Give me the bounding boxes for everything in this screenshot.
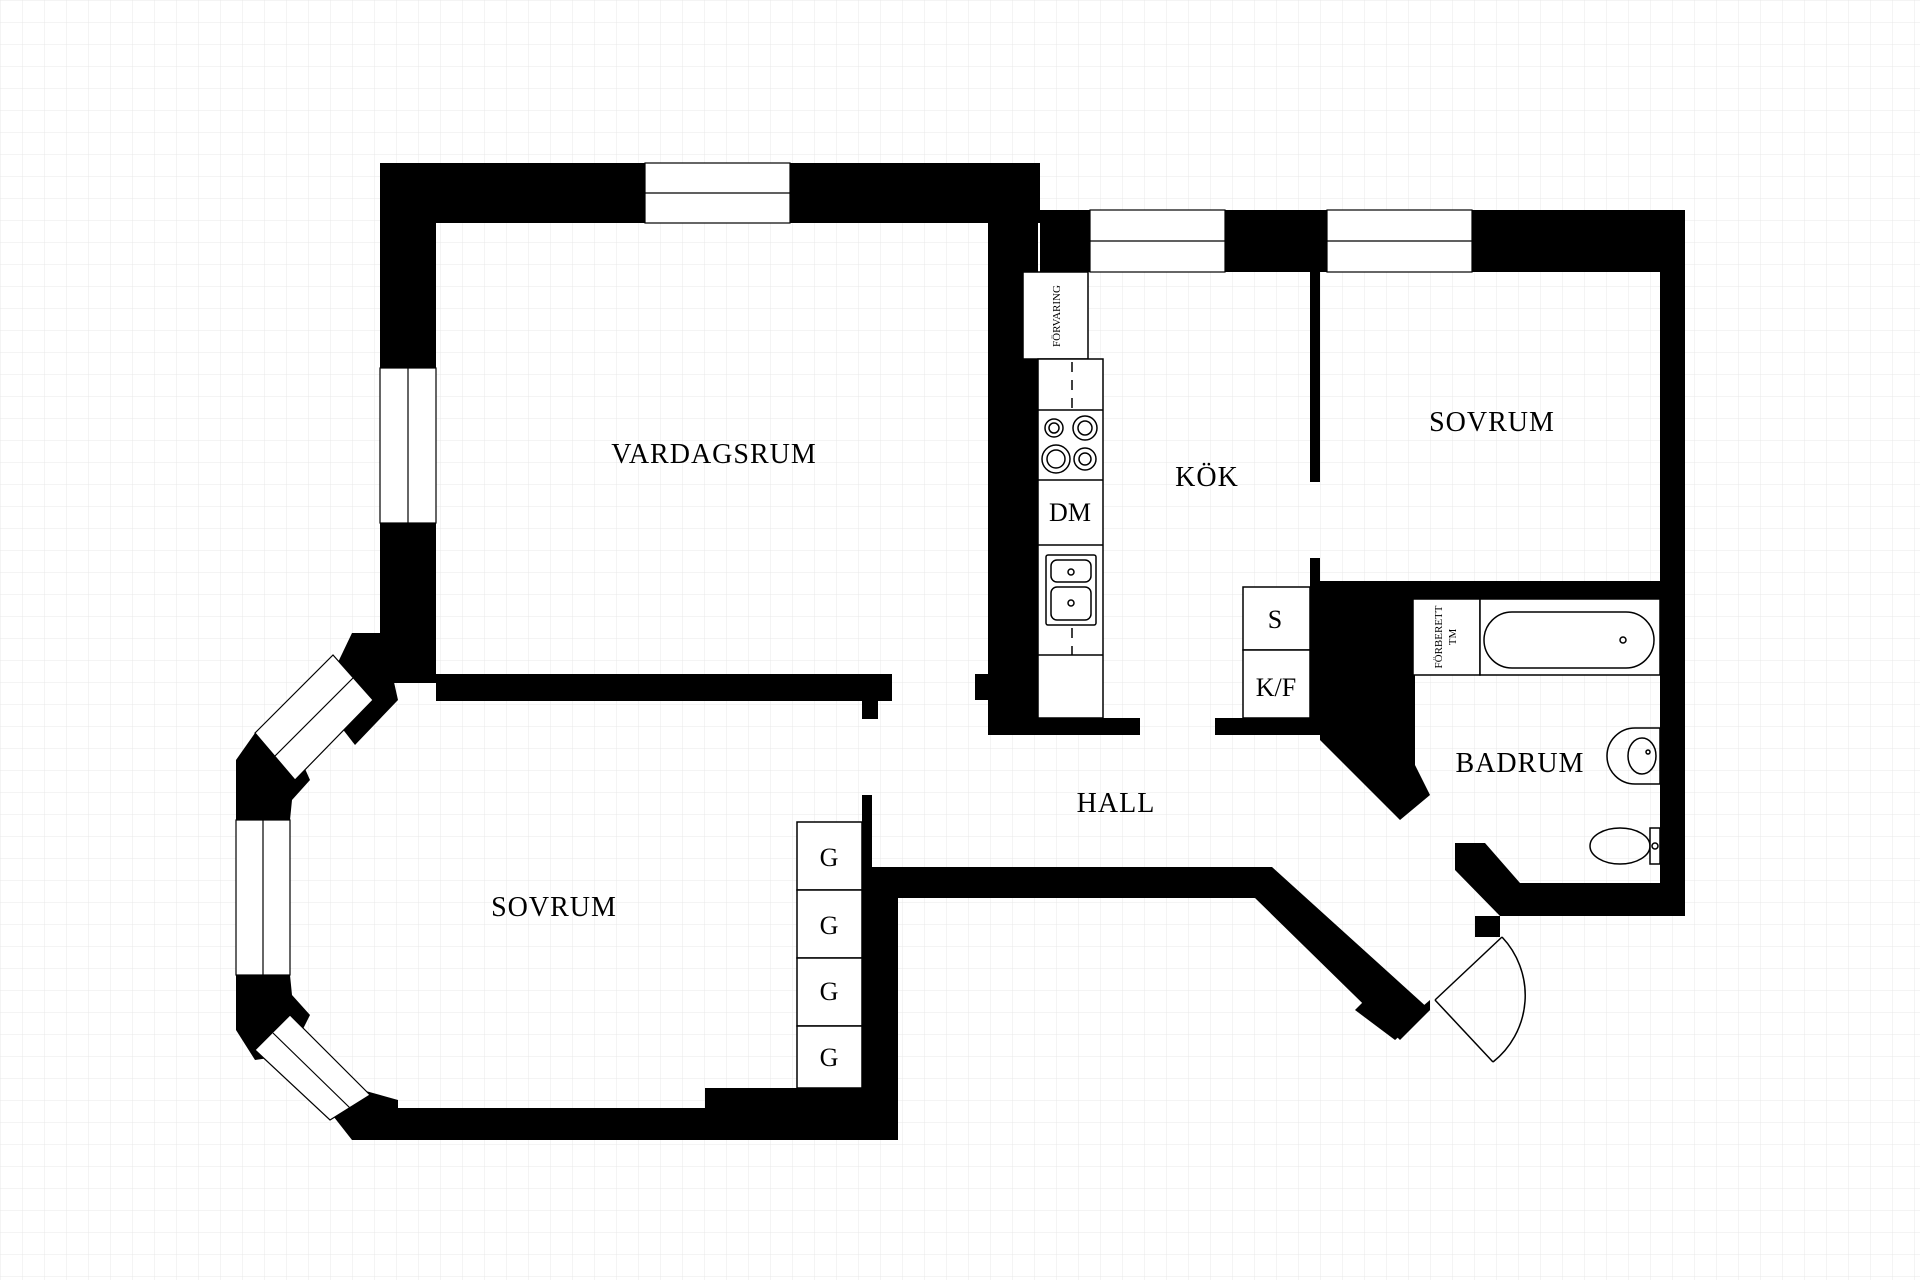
window-living-left <box>379 367 437 524</box>
label-living-room: VARDAGSRUM <box>611 439 817 470</box>
fridge-freezer <box>1242 649 1311 719</box>
window-bay-upper <box>254 654 374 781</box>
label-storage: FÖRVARING <box>1051 285 1063 347</box>
kitchen-counter-top <box>1037 358 1104 719</box>
storage-cabinet <box>1022 271 1089 360</box>
wall-entry-post <box>1355 985 1420 1040</box>
label-bathroom: BADRUM <box>1456 748 1585 779</box>
wall-kitchen-bottom-right <box>1215 718 1320 735</box>
window-bay-left <box>235 819 291 976</box>
room-labels: VARDAGSRUM KÖK SOVRUM BADRUM HALL SOVRUM <box>491 407 1585 923</box>
label-wardrobe-1: G <box>820 843 839 872</box>
wall-bath-corner <box>1455 843 1520 916</box>
label-kitchen: KÖK <box>1175 462 1239 493</box>
fixture-labels: FÖRVARING DM S K/F FÖRBERETT TM G G G G <box>820 285 1459 1072</box>
label-bedroom-south: SOVRUM <box>491 892 617 923</box>
wardrobes <box>796 821 863 1089</box>
wall-kitchen-bedroom-divider <box>1310 272 1320 482</box>
washbasin <box>1606 727 1661 785</box>
kitchen-counter <box>1022 271 1311 719</box>
window-bay-lower <box>254 1014 371 1121</box>
window-kitchen-top <box>1089 209 1226 273</box>
wardrobe-3 <box>796 957 863 1027</box>
label-prepared-line1: FÖRBERETT <box>1433 605 1445 668</box>
wall-east <box>1660 210 1685 916</box>
wall-living-bottom <box>436 674 892 701</box>
wardrobe-4 <box>796 1025 863 1089</box>
stove <box>1041 415 1098 474</box>
laundry-cabinet <box>1242 586 1311 651</box>
wall-south-bottom-step <box>705 1088 898 1110</box>
entry-door <box>1434 936 1526 1063</box>
bathtub <box>1479 598 1661 676</box>
toilet <box>1589 827 1661 865</box>
wall-living-bottom-stub <box>862 674 878 719</box>
wall-kitchen-bedroom-divider-low <box>1310 558 1320 718</box>
label-prepared-line2: TM <box>1447 629 1459 646</box>
label-hall: HALL <box>1077 788 1156 819</box>
label-bedroom-north: SOVRUM <box>1429 407 1555 438</box>
label-wardrobe-2: G <box>820 911 839 940</box>
label-laundry: S <box>1268 605 1282 634</box>
sink <box>1045 554 1097 626</box>
wall-south-bottom <box>355 1108 898 1140</box>
wall-entry-stub <box>1475 916 1500 937</box>
wall-entry-angle <box>1395 1000 1430 1040</box>
wall-hall-left-post <box>862 795 872 867</box>
wardrobe-1 <box>796 821 863 891</box>
window-bedroom-top <box>1326 209 1473 273</box>
label-wardrobe-3: G <box>820 977 839 1006</box>
wardrobe-2 <box>796 889 863 959</box>
windows <box>235 162 1473 1121</box>
wall-bath-bottom <box>1520 883 1685 916</box>
wall-living-right <box>988 163 1040 213</box>
label-fridge-freezer: K/F <box>1256 673 1296 702</box>
label-wardrobe-4: G <box>820 1043 839 1072</box>
wall-bedroom-bathroom <box>1310 581 1660 599</box>
bathroom-fixtures <box>1412 598 1661 865</box>
wall-kitchen-bottom-left <box>988 718 1140 735</box>
window-living-top <box>644 162 791 224</box>
label-dishwasher: DM <box>1049 498 1091 527</box>
wall-kitchen-left-stub <box>975 674 995 700</box>
wall-hall-south <box>862 867 1430 1140</box>
prepared-tm-box <box>1412 598 1481 676</box>
wall-bath-mass <box>1320 599 1430 820</box>
